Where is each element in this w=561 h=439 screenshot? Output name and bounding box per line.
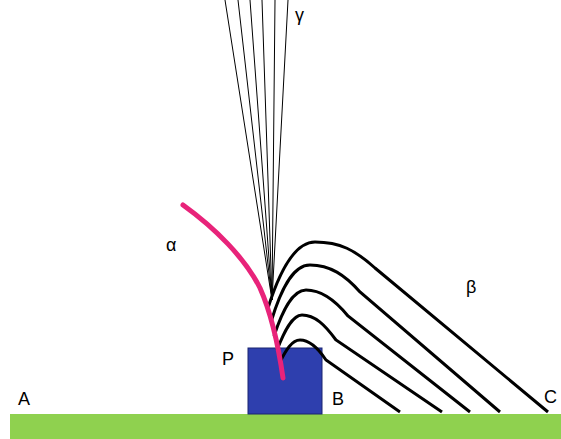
- beta-path: [274, 290, 470, 412]
- beta-path: [277, 315, 442, 412]
- part-label: γ: [295, 6, 304, 24]
- part-label: B: [332, 390, 344, 408]
- part-label: A: [18, 390, 30, 408]
- beta-path: [268, 242, 548, 412]
- gamma-ray: [250, 0, 272, 300]
- beta-path: [280, 340, 400, 412]
- part-label: β: [466, 278, 476, 296]
- gamma-ray: [272, 0, 288, 300]
- part-label: C: [544, 388, 557, 406]
- alpha-path: [183, 205, 283, 378]
- source-box: [248, 348, 322, 414]
- gamma-rays: [225, 0, 288, 300]
- beta-path: [271, 265, 500, 412]
- beta-paths: [268, 242, 548, 412]
- ground-strip: [10, 414, 561, 439]
- gamma-ray: [238, 0, 272, 300]
- part-label: α: [166, 236, 176, 254]
- gamma-ray: [225, 0, 272, 300]
- part-label: P: [222, 350, 234, 368]
- gamma-ray: [262, 0, 272, 300]
